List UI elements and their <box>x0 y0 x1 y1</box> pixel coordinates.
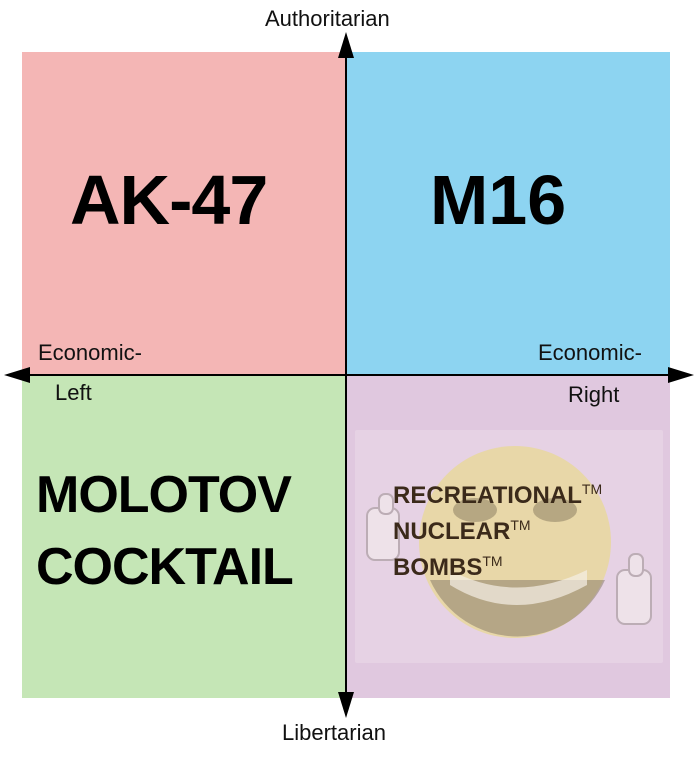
label-molotov: MOLOTOV <box>36 466 292 524</box>
trademark-mark: TM <box>482 553 503 569</box>
arrow-down-icon <box>338 692 354 718</box>
trademark-mark: TM <box>581 481 603 497</box>
label-nuclear: NUCLEARTM <box>393 517 531 545</box>
arrow-left-icon <box>4 367 30 383</box>
axis-label-left-1: Economic- <box>38 340 142 365</box>
arrow-up-icon <box>338 32 354 58</box>
axis-label-right-1: Economic- <box>538 340 642 365</box>
label-recreational: RECREATIONALTM <box>393 481 603 509</box>
grinning-thumbs-up-emoji-icon <box>355 430 663 663</box>
axis-label-bottom: Libertarian <box>282 720 386 745</box>
quadrant-bottom-left <box>22 375 346 698</box>
label-bombs: BOMBSTM <box>393 553 503 581</box>
quadrant-top-left <box>22 52 346 375</box>
label-ak47: AK-47 <box>70 161 268 239</box>
label-m16: M16 <box>430 161 567 239</box>
trademark-mark: TM <box>510 517 531 533</box>
quadrant-top-right <box>346 52 670 375</box>
axis-label-right-2: Right <box>568 382 620 407</box>
axis-label-top: Authoritarian <box>265 6 390 31</box>
axis-label-left-2: Left <box>55 380 92 405</box>
arrow-right-icon <box>668 367 694 383</box>
label-cocktail: COCKTAIL <box>36 538 294 596</box>
